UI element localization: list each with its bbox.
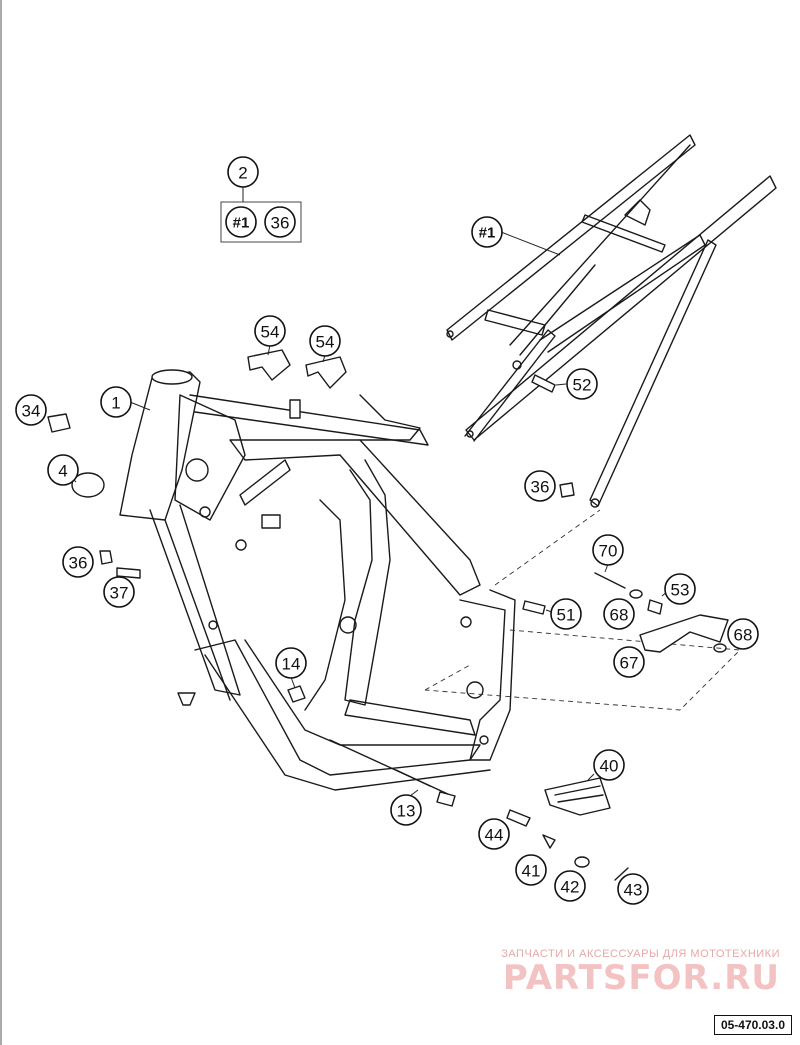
callout-label: 2 — [238, 164, 247, 183]
watermark-brand: PARTSFOR.RU — [502, 958, 780, 998]
callout-label: 41 — [522, 862, 541, 881]
callout-label: 51 — [557, 606, 576, 625]
callout-label: 36 — [271, 214, 290, 233]
callout-label: 14 — [282, 655, 301, 674]
callout-44[interactable]: 44 — [478, 818, 510, 850]
callout-circle — [225, 206, 257, 238]
callout-36-top[interactable]: 36 — [264, 206, 296, 238]
callout-circle — [62, 546, 94, 578]
callout-label: 67 — [620, 654, 639, 673]
callout-label: 70 — [599, 542, 618, 561]
callout-circle — [47, 454, 79, 486]
callout-circle — [566, 368, 598, 400]
small-parts-left — [47, 413, 306, 703]
callout-circle — [478, 818, 510, 850]
callout-label: 36 — [531, 478, 550, 497]
callout-label: 44 — [485, 826, 504, 845]
callout-circle — [471, 216, 503, 248]
callout-label: 13 — [397, 802, 416, 821]
callout-label: 4 — [58, 462, 67, 481]
callout-circle — [664, 573, 696, 605]
callout-67[interactable]: 67 — [613, 646, 645, 678]
callout-circle — [275, 647, 307, 679]
callout-circle — [550, 598, 582, 630]
callout-13[interactable]: 13 — [390, 794, 422, 826]
callout-circle — [524, 470, 556, 502]
callout-36-right[interactable]: 36 — [524, 470, 556, 502]
callout-40[interactable]: 40 — [593, 749, 625, 781]
callout-52[interactable]: 52 — [566, 368, 598, 400]
callout-label: 1 — [111, 394, 120, 413]
watermark: ЗАПЧАСТИ И АКСЕССУАРЫ ДЛЯ МОТОТЕХНИКИ PA… — [501, 948, 780, 996]
callout-54-right[interactable]: 54 — [309, 325, 341, 357]
bolt-13-drawing — [329, 739, 456, 807]
callout-circle — [103, 576, 135, 608]
main-frame-drawing — [119, 369, 516, 791]
callout-circle — [390, 794, 422, 826]
callout-label: 54 — [316, 333, 335, 352]
callout-circle — [254, 315, 286, 347]
callout-41[interactable]: 41 — [515, 854, 547, 886]
callout-1[interactable]: 1 — [100, 386, 132, 418]
callout-36-left[interactable]: 36 — [62, 546, 94, 578]
callout-circle — [227, 156, 259, 188]
callouts-layer: 2 #1 36 #1 54 54 1 34 52 4 36 36 37 70 53 51 68 68 67 14 40 1… — [15, 156, 759, 905]
callout-34[interactable]: 34 — [15, 394, 47, 426]
callout-label: 68 — [610, 606, 629, 625]
callout-circle — [554, 870, 586, 902]
callout-4[interactable]: 4 — [47, 454, 79, 486]
callout-label: 53 — [671, 581, 690, 600]
callout-ref-1-sub[interactable]: #1 — [471, 216, 503, 248]
callout-circle — [617, 873, 649, 905]
callout-circle — [603, 598, 635, 630]
watermark-subtitle: ЗАПЧАСТИ И АКСЕССУАРЫ ДЛЯ МОТОТЕХНИКИ — [501, 948, 780, 960]
diagram-id-label: 05-470.03.0 — [713, 1015, 792, 1035]
callout-53[interactable]: 53 — [664, 573, 696, 605]
subframe-drawing — [446, 134, 777, 508]
bolt-52-drawing — [531, 374, 567, 393]
callout-label: 43 — [624, 881, 643, 900]
callout-circle — [592, 534, 624, 566]
callout-label: 42 — [561, 878, 580, 897]
callout-label: 68 — [734, 626, 753, 645]
callout-68-right[interactable]: 68 — [727, 618, 759, 650]
callout-37[interactable]: 37 — [103, 576, 135, 608]
footpeg-parts — [506, 773, 629, 881]
callout-circle — [100, 386, 132, 418]
callout-circle — [613, 646, 645, 678]
callout-label: 54 — [261, 323, 280, 342]
kit-box-2 — [220, 186, 302, 243]
callout-2[interactable]: 2 — [227, 156, 259, 188]
callout-label: 52 — [573, 376, 592, 395]
callout-label: #1 — [479, 225, 496, 242]
callout-circle — [727, 618, 759, 650]
callout-42[interactable]: 42 — [554, 870, 586, 902]
callout-label: 37 — [110, 584, 129, 603]
callout-ref-1-top[interactable]: #1 — [225, 206, 257, 238]
callout-label: 34 — [22, 402, 41, 421]
callout-circle — [264, 206, 296, 238]
callout-70[interactable]: 70 — [592, 534, 624, 566]
callout-43[interactable]: 43 — [617, 873, 649, 905]
callout-51[interactable]: 51 — [550, 598, 582, 630]
callout-68-left[interactable]: 68 — [603, 598, 635, 630]
callout-54-left[interactable]: 54 — [254, 315, 286, 347]
callout-circle — [515, 854, 547, 886]
callout-label: 40 — [600, 757, 619, 776]
callout-label: #1 — [233, 215, 250, 232]
side-stand-outline — [424, 509, 742, 711]
callout-label: 36 — [69, 554, 88, 573]
callout-14[interactable]: 14 — [275, 647, 307, 679]
callout-circle — [593, 749, 625, 781]
callout-circle — [15, 394, 47, 426]
callout-circle — [309, 325, 341, 357]
plate-54-drawings — [247, 344, 347, 389]
bolt-51-drawing — [522, 482, 575, 615]
